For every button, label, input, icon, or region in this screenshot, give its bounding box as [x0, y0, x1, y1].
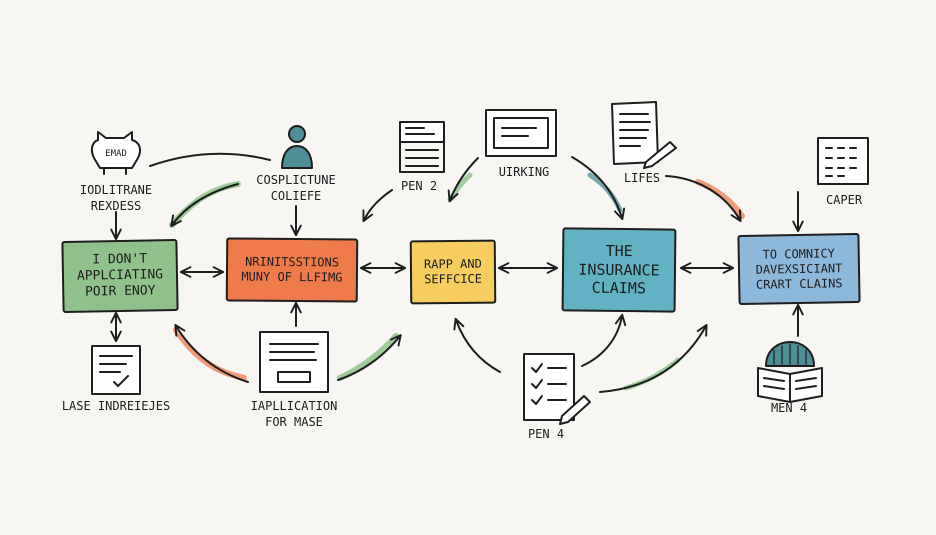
- curve-monitor-box3: [447, 157, 479, 203]
- curve-bottom-box5: [599, 323, 708, 393]
- curve-pen4-box4: [581, 313, 627, 367]
- lifes-label: LIFES: [623, 171, 661, 185]
- accent-swoosh-green-1: [169, 181, 241, 228]
- calendar-icon: [817, 137, 869, 185]
- caper-label: CAPER: [825, 193, 863, 207]
- emad-badge-text: EMAD: [105, 149, 127, 159]
- men4-label: MEN 4: [770, 401, 808, 415]
- person-caption: COSPLICTUNE COLIEFE: [256, 173, 336, 204]
- checklist-pencil-icon: [523, 353, 591, 425]
- box-insurance-claims: THE INSURANCE CLAIMS: [561, 227, 677, 313]
- box-applicating-poir-enoy: I DON'T APPLCIATING POIR ENOY: [61, 238, 179, 314]
- emad-caption: IODLITRANE REXDESS: [79, 183, 153, 214]
- box-nrinitsstions: NRINITSSTIONS MUNY OF LLFIMG: [225, 237, 359, 303]
- creature-icon: [90, 131, 141, 175]
- curve-person-emad: [149, 152, 271, 167]
- pen2-label: PEN 2: [400, 179, 438, 193]
- document-pen-icon: [611, 101, 677, 169]
- curve-box1-bottom: [174, 324, 249, 383]
- box-rapp-and-seffcice: RAPP AND SEFFCICE: [409, 239, 497, 305]
- curve-form-box3: [337, 334, 402, 381]
- lase-label: LASE INDREIEJES: [61, 399, 171, 413]
- curve-pen4-box3: [453, 317, 501, 373]
- curve-top-to-box1: [170, 183, 239, 227]
- accent-swoosh-green-2: [337, 333, 399, 381]
- uirking-label: UIRKING: [498, 165, 550, 179]
- folder-icon: [399, 121, 445, 173]
- pen4-label: PEN 4: [527, 427, 565, 441]
- helmet-book-icon: [757, 341, 823, 403]
- application-label: IAPLLICATION FOR MASE: [250, 399, 338, 430]
- box-comnicy-claims: TO COMNICY DAVEXSICIANT CRART CLAINS: [737, 232, 861, 306]
- checklist-document-icon: [91, 345, 141, 395]
- accent-swoosh-orange-1: [173, 327, 247, 381]
- monitor-icon: [485, 109, 557, 157]
- curve-lifes-box5: [665, 175, 742, 222]
- accent-swoosh-green-4: [623, 357, 681, 391]
- curve-uirking-box4: [571, 156, 626, 221]
- form-document-icon: [259, 331, 329, 393]
- person-icon: [281, 125, 313, 169]
- curve-pen2-box2: [362, 189, 393, 223]
